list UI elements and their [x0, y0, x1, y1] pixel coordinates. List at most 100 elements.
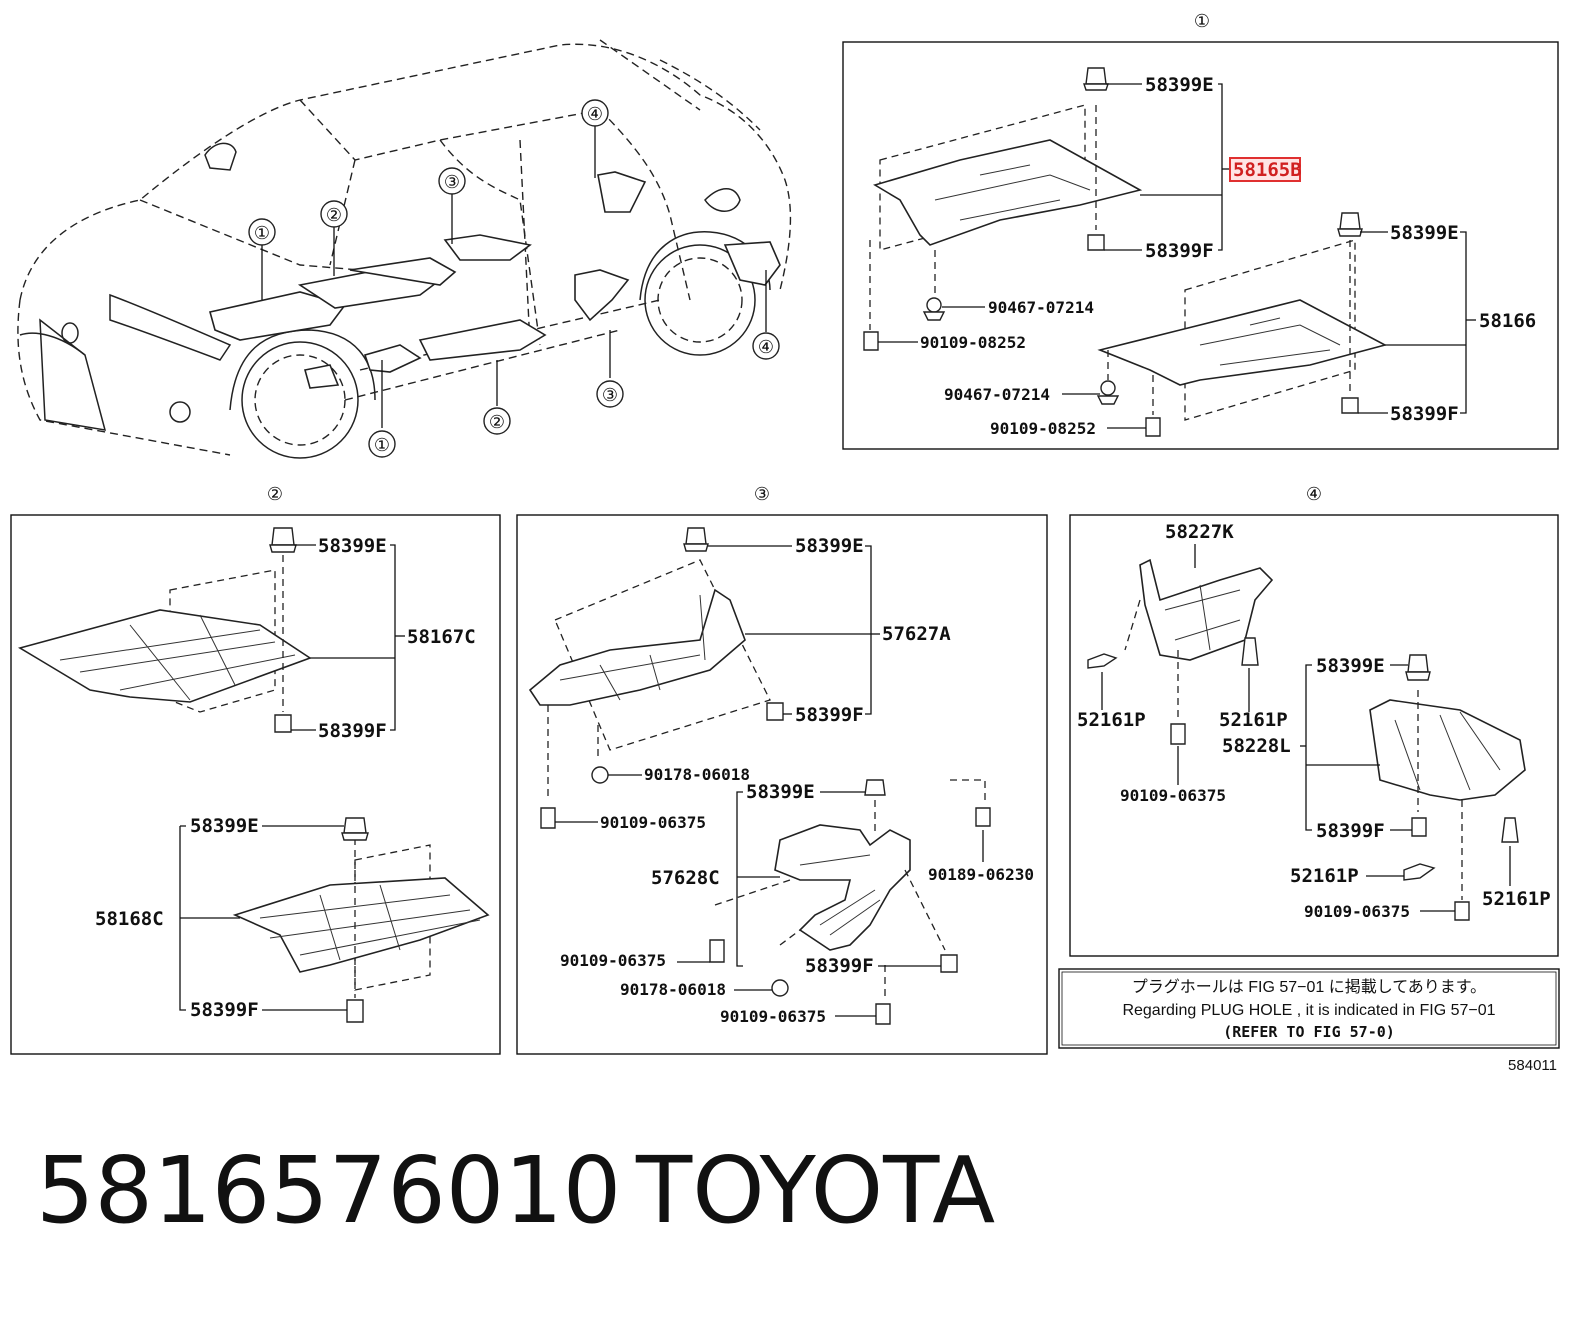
callout-3-top: ③: [438, 167, 466, 195]
fastener-shape: [341, 832, 369, 841]
label-58399e-p3a: 58399E: [795, 535, 864, 557]
vehicle-line: [599, 39, 701, 111]
part-shape: [1199, 317, 1341, 366]
label-58399e-p3b: 58399E: [746, 781, 815, 803]
label-58228l: 58228L: [1222, 735, 1291, 757]
note-line-ref: (REFER TO FIG 57-0): [1223, 1023, 1395, 1041]
bolt-6: [875, 1003, 891, 1025]
label-90109-p4a: 90109-06375: [1120, 786, 1226, 805]
clip-f-1: [1087, 234, 1105, 251]
clip-f-2: [1341, 397, 1359, 414]
part-shape: [418, 319, 547, 361]
caption-part-number: 5816576010: [36, 1137, 621, 1244]
part-shape: [574, 269, 630, 322]
clip-e-3: [271, 527, 295, 546]
bolt-5: [709, 939, 725, 963]
clip-5216-d: [1501, 817, 1519, 843]
panel-2: ② 58399E 58167C 58399F 58399E 58168C 583…: [10, 484, 501, 1055]
vehicle-line: [344, 329, 621, 401]
figure-id: 584011: [1508, 1057, 1557, 1074]
callout-1-bottom: ①: [368, 430, 396, 458]
clip-f-6: [940, 954, 958, 973]
fastener-shape: [752, 332, 780, 360]
fastener-shape: [248, 218, 276, 246]
clip-e-7: [1407, 654, 1429, 673]
label-58399f-p1b: 58399F: [1390, 403, 1459, 425]
fastener-shape: [438, 167, 466, 195]
dashed-outline: [779, 929, 801, 946]
label-58399e-p1a: 58399E: [1145, 74, 1214, 96]
fastener-shape: [922, 311, 946, 321]
label-58168c: 58168C: [95, 908, 164, 930]
dashed-outline: [714, 879, 791, 906]
drawing-line: ④: [758, 337, 774, 357]
vehicle-line: [169, 401, 191, 423]
panel-3: ③ 58399E 57627A 58399F 90178-06018 90109…: [516, 484, 1048, 1055]
dashed-outline: [950, 779, 986, 805]
leader-line: [865, 545, 872, 715]
part-shape: [528, 588, 746, 706]
fastener-shape: [1083, 83, 1109, 91]
part-shape: [559, 594, 706, 701]
label-58399f-p3a: 58399F: [795, 704, 864, 726]
label-58399e-p2a: 58399E: [318, 535, 387, 557]
label-58165b: 58165B: [1233, 159, 1302, 181]
part-shape: [259, 884, 481, 961]
nut-1: [926, 297, 942, 313]
clip-f-3: [274, 714, 292, 733]
bolt-3: [540, 807, 556, 829]
fastener-shape: [1096, 395, 1120, 405]
fastener-shape: [269, 544, 297, 553]
vehicle-overview: ① ② ③ ④ ① ② ③ ④: [17, 39, 792, 459]
panel-4: ④ 58227K 52161P 52161P 58228L 90109-0637…: [1069, 484, 1559, 957]
vehicle-line: [704, 188, 741, 212]
caption-brand: TOYOTA: [635, 1137, 995, 1244]
vehicle-line: [439, 139, 541, 346]
fastener-shape: [483, 407, 511, 435]
drawing-line: ②: [326, 205, 342, 225]
label-90109-p3c: 90109-06375: [720, 1007, 826, 1026]
vehicle-line: [17, 299, 231, 456]
nut-2: [1100, 380, 1116, 396]
panel-frame: [10, 514, 501, 1055]
fastener-shape: [1405, 671, 1431, 681]
vehicle-line: [204, 142, 237, 171]
note-line-jp: プラグホールは FIG 57−01 に掲載してあります。: [1132, 978, 1486, 996]
fastener-shape: [683, 543, 709, 552]
part-shape: [1394, 711, 1501, 791]
clip-e-4: [343, 817, 367, 834]
callout-1-top: ①: [248, 218, 276, 246]
label-90178-b: 90178-06018: [620, 980, 726, 999]
vehicle-line: [519, 139, 531, 346]
label-58166: 58166: [1479, 310, 1536, 332]
part-shape: [1164, 584, 1241, 651]
leader-line: [736, 791, 743, 967]
label-58399f-p3b: 58399F: [805, 955, 874, 977]
clip-e-5: [685, 527, 707, 545]
panel-1: ① 58399E 58165B 58399F 90467-07214 90109…: [842, 11, 1559, 450]
bolt-1: [863, 331, 879, 351]
part-shape: [934, 164, 1091, 221]
nut-3: [591, 766, 609, 784]
vehicle-line: [599, 109, 691, 301]
clip-e-2: [1339, 212, 1361, 230]
panel-frame: [1058, 968, 1560, 1049]
part-shape: [349, 257, 457, 286]
label-57628c: 57628C: [651, 867, 720, 889]
clip-5216-a: [1087, 653, 1118, 669]
panel-frame: [516, 514, 1048, 1055]
vehicle-line: [139, 199, 361, 271]
label-90178-a: 90178-06018: [644, 765, 750, 784]
vehicle-line: [657, 257, 743, 343]
label-90109-p3b: 90109-06375: [560, 951, 666, 970]
label-90109-p4b: 90109-06375: [1304, 902, 1410, 921]
label-58399e-p1b: 58399E: [1390, 222, 1459, 244]
vehicle-line: [109, 293, 232, 361]
fastener-shape: [581, 99, 609, 127]
clip-e-1: [1085, 67, 1107, 85]
label-90467-a: 90467-07214: [988, 298, 1094, 317]
panel-4-title: ④: [1306, 484, 1322, 504]
part-shape: [17, 609, 312, 703]
part-shape: [209, 291, 347, 341]
